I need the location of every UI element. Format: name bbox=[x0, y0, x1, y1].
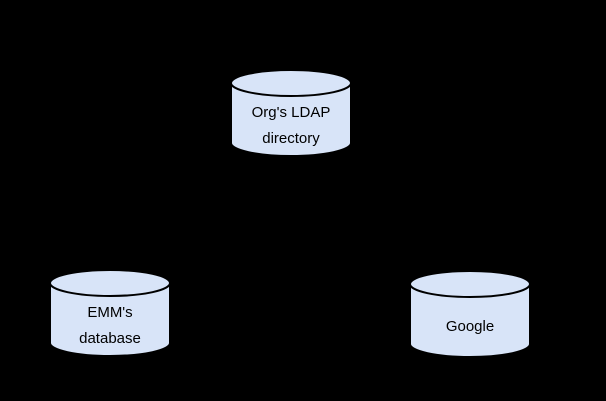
node-label-line: Org's LDAP bbox=[251, 103, 331, 121]
database-cylinder-icon bbox=[409, 270, 531, 358]
node-label-org-ldap-directory: Org's LDAP directory bbox=[230, 96, 352, 151]
node-label-line: Google bbox=[445, 317, 495, 335]
node-label-line: EMM's bbox=[87, 303, 133, 321]
node-google: Google bbox=[409, 270, 531, 358]
node-label-line: directory bbox=[262, 129, 320, 147]
node-emm-database: EMM's database bbox=[49, 269, 171, 357]
database-cylinder-icon bbox=[49, 269, 171, 357]
node-label-emm-database: EMM's database bbox=[49, 296, 171, 351]
node-label-line: database bbox=[79, 329, 141, 347]
node-org-ldap-directory: Org's LDAP directory bbox=[230, 69, 352, 157]
node-label-google: Google bbox=[409, 297, 531, 352]
database-cylinder-icon bbox=[230, 69, 352, 157]
